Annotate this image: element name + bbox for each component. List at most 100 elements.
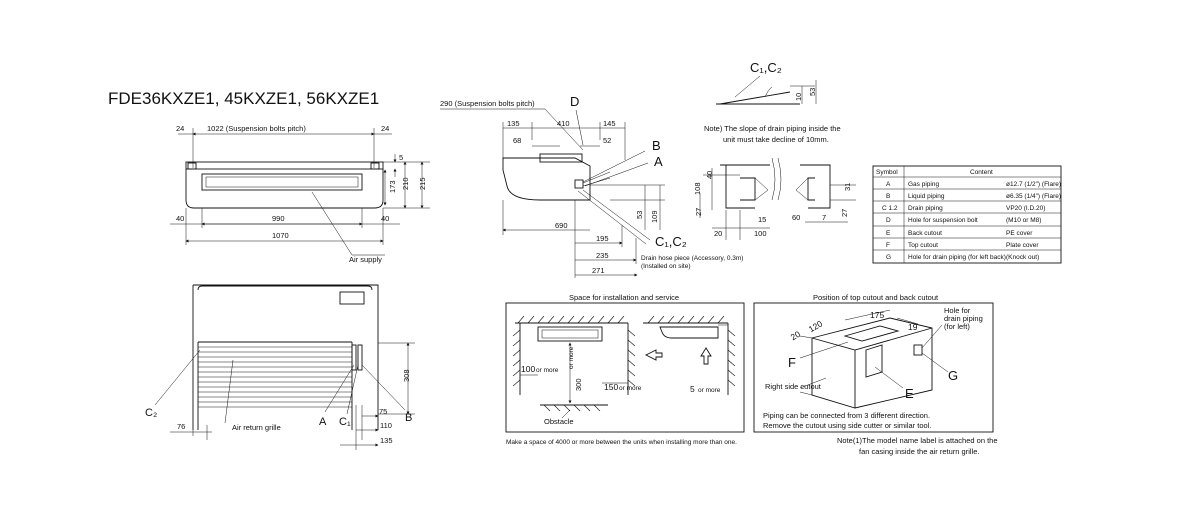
dim-24-left: 24 — [176, 124, 184, 133]
table-row-symbol: D — [886, 217, 891, 224]
table-header-content: Content — [970, 169, 993, 176]
installation-title: Space for installation and service — [569, 293, 679, 302]
side-label-b: B — [652, 138, 661, 153]
pipe-dim-20: 20 — [714, 229, 722, 238]
front-bolt-pitch: 1022 (Suspension bolts pitch) — [207, 124, 306, 133]
table-row-content: Hole for suspension bolt — [908, 217, 978, 224]
hole-label-1: Hole for — [944, 306, 971, 315]
pipe-dim-108: 108 — [693, 182, 702, 195]
label-f: F — [788, 355, 796, 370]
table-row-spec: PE cover — [1006, 230, 1033, 237]
space-dim-100: 100 — [521, 364, 535, 374]
side-dim-410: 410 — [557, 119, 570, 128]
side-dim-109: 109 — [650, 210, 659, 223]
label-g: G — [948, 368, 958, 383]
side-dim-195: 195 — [596, 234, 609, 243]
side-label-c1c2: C₁,C₂ — [655, 234, 687, 249]
model-note-1: Note(1)The model name label is attached … — [837, 436, 998, 445]
side-dim-135: 135 — [507, 119, 520, 128]
side-view: 290 (Suspension bolts pitch) D 135 410 1… — [440, 94, 743, 278]
slope-detail: C₁,C₂ 10 53 Note) The slope of drain pip… — [704, 60, 841, 144]
space-dim-100-unit: or more — [536, 367, 559, 374]
dim-110: 110 — [380, 421, 392, 430]
space-dim-5: 5 — [690, 384, 695, 394]
side-label-a: A — [654, 154, 663, 169]
slope-dim-53: 53 — [808, 88, 817, 96]
cutout-dim-175: 175 — [870, 310, 884, 320]
side-bolt-pitch: 290 (Suspension bolts pitch) — [440, 99, 535, 108]
side-dim-68: 68 — [513, 136, 521, 145]
dim-990: 990 — [272, 214, 285, 223]
label-c2: C₂ — [145, 407, 157, 419]
table-row-symbol: B — [886, 193, 890, 200]
dim-5: 5 — [399, 153, 403, 162]
side-dim-690: 690 — [555, 221, 568, 230]
label-a: A — [319, 416, 327, 428]
pipe-details: 40 108 27 20 15 100 31 60 7 27 — [693, 157, 856, 240]
table-row-spec: (M10 or M8) — [1006, 217, 1041, 224]
lower-view: 308 75 110 135 76 Air return grille C₂ A… — [145, 284, 415, 450]
table-row-symbol: E — [886, 230, 891, 237]
dim-210: 210 — [401, 177, 410, 190]
slope-label-c1c2: C₁,C₂ — [750, 60, 782, 75]
air-supply-label: Air supply — [349, 255, 382, 264]
label-d: D — [570, 94, 579, 109]
pipe-dim-7: 7 — [822, 213, 826, 222]
slope-note-2: unit must take decline of 10mm. — [723, 135, 829, 144]
dim-75: 75 — [379, 407, 387, 416]
table-row-content: Top cutout — [908, 242, 938, 249]
air-return-label: Air return grille — [232, 423, 281, 432]
cutout-dim-19: 19 — [908, 322, 918, 332]
installation-footnote: Make a space of 4000 or more between the… — [506, 439, 737, 446]
table-header-symbol: Symbol — [876, 169, 898, 176]
table-row-content: Liquid piping — [908, 193, 945, 200]
side-dim-271: 271 — [592, 266, 605, 275]
model-note-2: fan casing inside the air return grille. — [859, 447, 979, 456]
table-row-spec: ø6.35 (1/4") (Flare) — [1006, 193, 1061, 200]
side-dim-145: 145 — [603, 119, 616, 128]
right-side-cutout: Right side cutout — [765, 382, 822, 391]
pipe-dim-40: 40 — [705, 171, 714, 179]
dim-135: 135 — [380, 436, 393, 445]
hole-label-3: (for left) — [944, 322, 970, 331]
table-row-spec: ø12.7 (1/2") (Flare) — [1006, 181, 1061, 188]
dim-40-left: 40 — [176, 214, 184, 223]
side-dim-53: 53 — [635, 211, 644, 219]
table-row-content: Back cutout — [908, 230, 942, 237]
table-row-symbol: C 1.2 — [882, 205, 898, 212]
label-e: E — [905, 386, 914, 401]
table-row-symbol: F — [886, 242, 890, 249]
dim-24-right: 24 — [381, 124, 389, 133]
cutout-position-panel: Position of top cutout and back cutout 1… — [753, 293, 998, 456]
installation-space-panel: Space for installation and service — [505, 293, 745, 446]
pipe-dim-31: 31 — [843, 183, 852, 191]
front-view: 24 1022 (Suspension bolts pitch) 24 5 17… — [170, 124, 430, 264]
drawing-title: FDE36KXZE1, 45KXZE1, 56KXZE1 — [108, 89, 379, 108]
dim-1070: 1070 — [272, 231, 289, 240]
hole-label-2: drain piping — [944, 314, 983, 323]
drain-hose-line2: (Installed on site) — [641, 263, 691, 270]
dim-308: 308 — [402, 369, 411, 382]
cutout-note-1: Piping can be connected from 3 different… — [763, 411, 930, 420]
table-row-symbol: G — [886, 254, 891, 261]
pipe-dim-15: 15 — [758, 215, 766, 224]
cutout-dim-120: 120 — [807, 318, 825, 334]
cutout-note-2: Remove the cutout using side cutter or s… — [763, 421, 931, 430]
space-dim-150: 150 — [604, 382, 618, 392]
pipe-dim-100: 100 — [754, 229, 767, 238]
drain-hose-line1: Drain hose piece (Accessory, 0.3m) — [641, 255, 743, 262]
dim-76: 76 — [177, 422, 185, 431]
table-row-content: Drain piping — [908, 205, 943, 212]
dim-173: 173 — [388, 180, 397, 193]
table-row-spec: Plate cover — [1006, 242, 1039, 249]
cutout-dim-20: 20 — [789, 329, 802, 343]
table-row-content: Hole for drain piping (for left back) — [908, 254, 1006, 261]
pipe-dim-27-right: 27 — [840, 209, 849, 217]
side-dim-235: 235 — [596, 251, 609, 260]
space-dim-5-unit: or more — [698, 387, 721, 394]
table-row-spec: VP20 (I.D.20) — [1006, 205, 1045, 212]
label-c1: C₁ — [339, 416, 351, 428]
cutout-title: Position of top cutout and back cutout — [813, 293, 939, 302]
space-dim-300: 300 — [574, 378, 583, 391]
